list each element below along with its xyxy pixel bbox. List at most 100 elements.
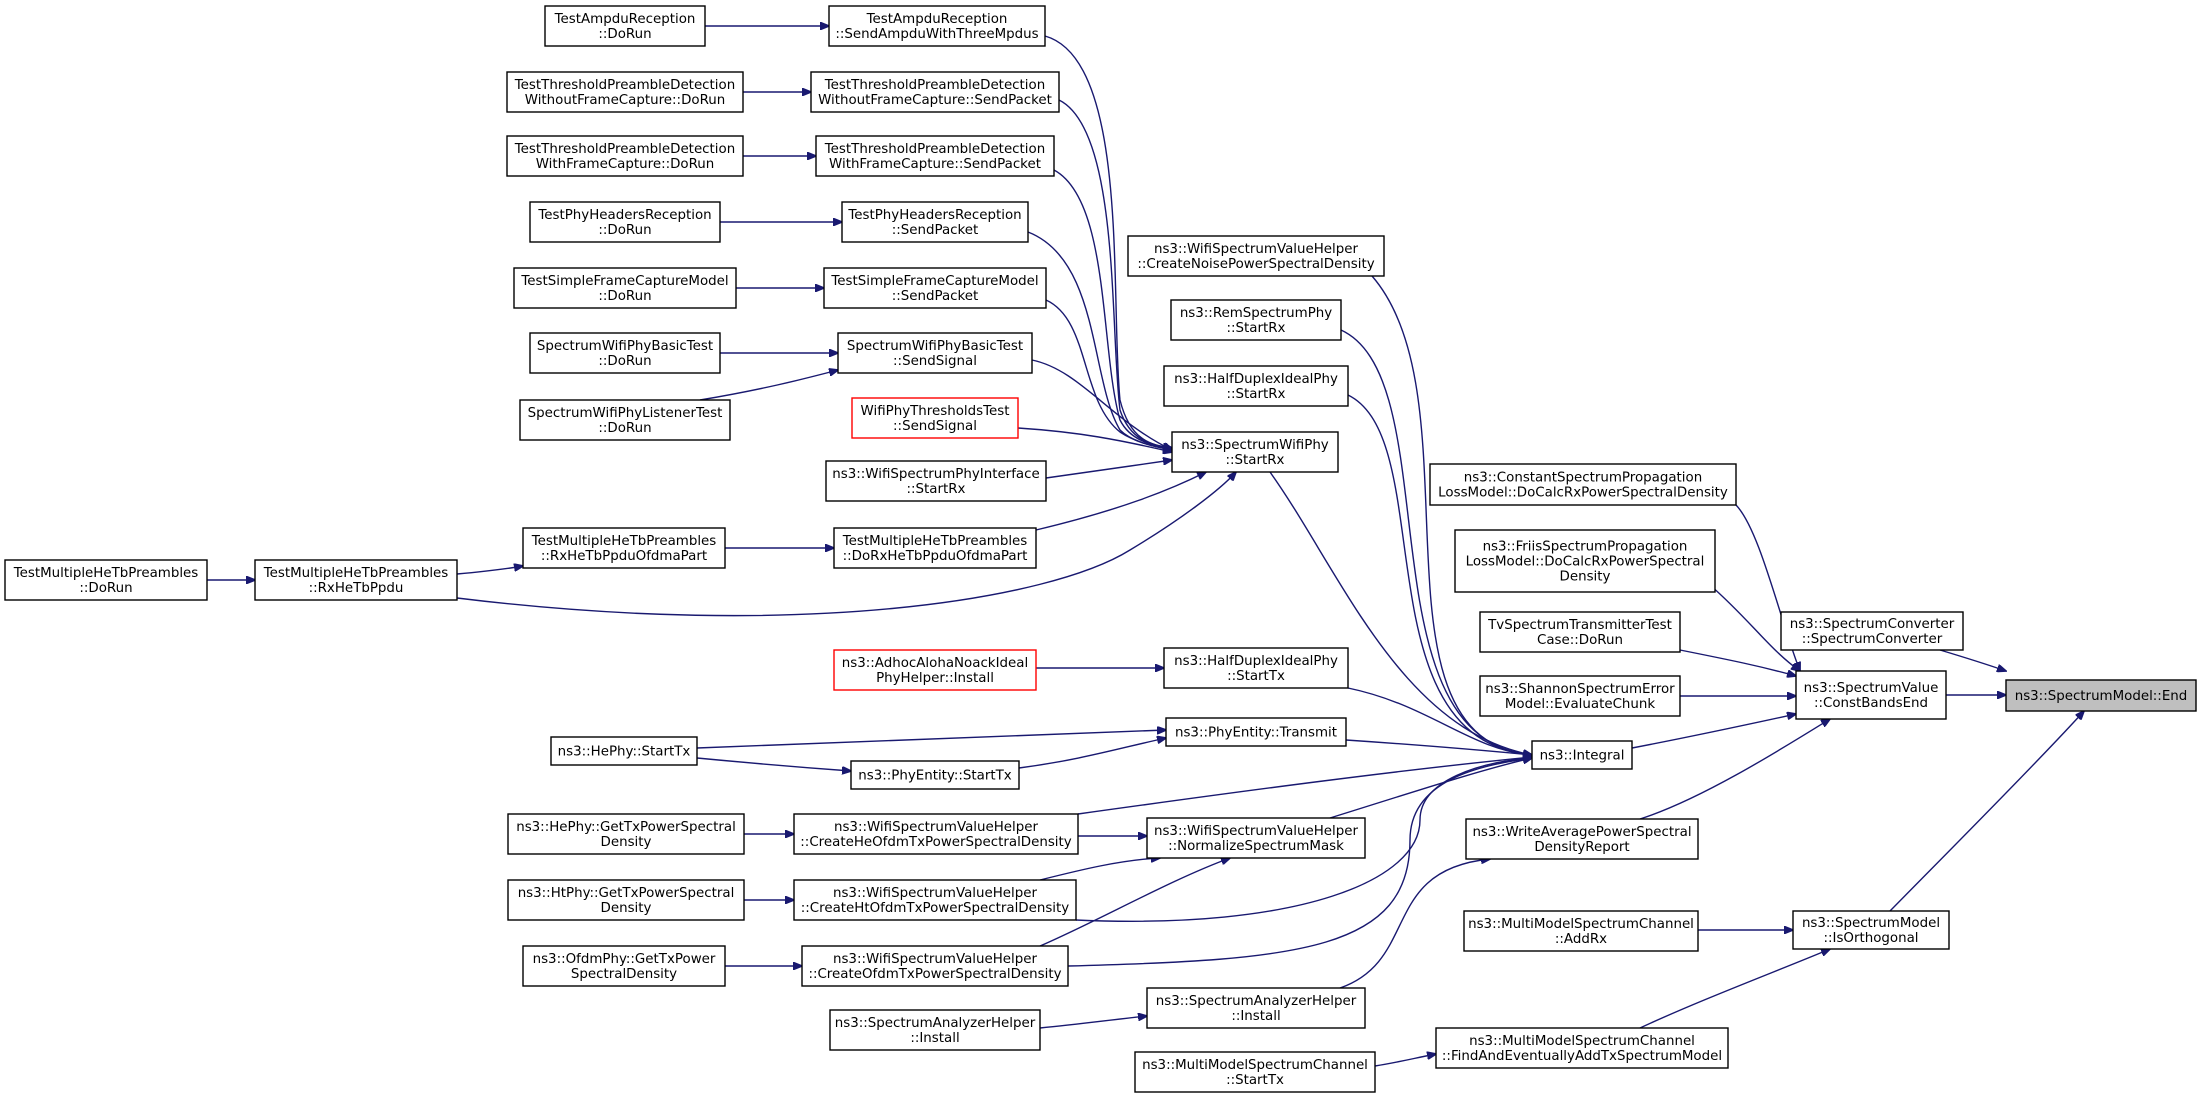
node-sahinst[interactable]: ns3::SpectrumAnalyzerHelper::Install — [1146, 987, 1366, 1029]
node-wspirx[interactable]: ns3::WifiSpectrumPhyInterface::StartRx — [825, 460, 1047, 502]
node-nsm[interactable]: ns3::WifiSpectrumValueHelper::NormalizeS… — [1146, 817, 1366, 859]
node-box[interactable] — [1479, 675, 1681, 717]
node-box[interactable] — [506, 71, 744, 113]
node-box[interactable] — [1127, 235, 1385, 277]
node-box[interactable] — [1146, 817, 1366, 859]
node-box[interactable] — [850, 760, 1020, 790]
node-chtofdm[interactable]: ns3::WifiSpectrumValueHelper::CreateHtOf… — [793, 879, 1077, 921]
node-box[interactable] — [1531, 740, 1633, 770]
node-box[interactable] — [522, 945, 726, 987]
node-cheofdm[interactable]: ns3::WifiSpectrumValueHelper::CreateHeOf… — [793, 813, 1079, 855]
node-root[interactable]: ns3::SpectrumModel::End — [2005, 679, 2197, 712]
node-box[interactable] — [507, 813, 745, 855]
node-box[interactable] — [801, 945, 1069, 987]
node-tmhrxtb[interactable]: TestMultipleHeTbPreambles::RxHeTbPpdu — [254, 559, 458, 601]
node-box[interactable] — [1454, 529, 1716, 593]
node-box[interactable] — [1465, 818, 1699, 860]
node-remrx[interactable]: ns3::RemSpectrumPhy::StartRx — [1170, 299, 1342, 341]
node-sser[interactable]: ns3::ShannonSpectrumErrorModel::Evaluate… — [1479, 675, 1681, 717]
node-box[interactable] — [529, 201, 721, 243]
node-box[interactable] — [1780, 611, 1964, 651]
node-box[interactable] — [544, 5, 706, 47]
node-wapsd[interactable]: ns3::WriteAveragePowerSpectralDensityRep… — [1465, 818, 1699, 860]
node-box[interactable] — [793, 879, 1077, 921]
node-box[interactable] — [1165, 717, 1347, 747]
node-box[interactable] — [841, 201, 1029, 243]
node-box[interactable] — [833, 527, 1037, 569]
node-box[interactable] — [825, 460, 1047, 502]
node-box[interactable] — [851, 397, 1019, 439]
node-box[interactable] — [522, 527, 726, 569]
node-mmstarttx[interactable]: ns3::MultiModelSpectrumChannel::StartTx — [1134, 1051, 1376, 1093]
node-tasend[interactable]: TestAmpduReception::SendAmpduWithThreeMp… — [828, 5, 1046, 47]
node-tadorun[interactable]: TestAmpduReception::DoRun — [544, 5, 706, 47]
node-box[interactable] — [2005, 679, 2197, 712]
node-cofdm[interactable]: ns3::WifiSpectrumValueHelper::CreateOfdm… — [801, 945, 1069, 987]
node-cspl[interactable]: ns3::ConstantSpectrumPropagationLossMode… — [1429, 463, 1737, 506]
node-tphsp[interactable]: TestPhyHeadersReception::SendPacket — [841, 201, 1029, 243]
node-box[interactable] — [810, 71, 1060, 113]
node-box[interactable] — [1435, 1027, 1729, 1069]
node-box[interactable] — [529, 332, 721, 374]
node-tsfcdr[interactable]: TestSimpleFrameCaptureModel::DoRun — [513, 267, 737, 309]
node-ttpwosp[interactable]: TestThresholdPreambleDetectionWithoutFra… — [810, 71, 1060, 113]
node-box[interactable] — [507, 879, 745, 921]
node-tmhdorx[interactable]: TestMultipleHeTbPreambles::DoRxHeTbPpduO… — [833, 527, 1037, 569]
node-swpldr[interactable]: SpectrumWifiPhyListenerTest::DoRun — [519, 399, 731, 441]
node-tsfcsp[interactable]: TestSimpleFrameCaptureModel::SendPacket — [823, 267, 1047, 309]
node-box[interactable] — [513, 267, 737, 309]
node-box[interactable] — [1134, 1051, 1376, 1093]
node-swpbdr[interactable]: SpectrumWifiPhyBasicTest::DoRun — [529, 332, 721, 374]
node-ttpwdr[interactable]: TestThresholdPreambleDetectionWithFrameC… — [506, 135, 744, 177]
node-box[interactable] — [4, 559, 208, 601]
node-cnpsd[interactable]: ns3::WifiSpectrumValueHelper::CreateNois… — [1127, 235, 1385, 277]
node-integ[interactable]: ns3::Integral — [1531, 740, 1633, 770]
node-aaninst[interactable]: ns3::AdhocAlohaNoackIdealPhyHelper::Inst… — [833, 649, 1037, 691]
node-cbe[interactable]: ns3::SpectrumValue::ConstBandsEnd — [1795, 670, 1947, 720]
node-box[interactable] — [815, 135, 1055, 177]
node-box[interactable] — [793, 813, 1079, 855]
node-box[interactable] — [1792, 910, 1950, 950]
node-ssc[interactable]: ns3::SpectrumConverter::SpectrumConverte… — [1780, 611, 1964, 651]
node-ttpwodr[interactable]: TestThresholdPreambleDetectionWithoutFra… — [506, 71, 744, 113]
node-fspl[interactable]: ns3::FriisSpectrumPropagationLossModel::… — [1454, 529, 1716, 593]
node-box[interactable] — [1795, 670, 1947, 720]
node-hephytx[interactable]: ns3::HePhy::StartTx — [550, 736, 698, 766]
node-pestarttx[interactable]: ns3::PhyEntity::StartTx — [850, 760, 1020, 790]
node-box[interactable] — [837, 332, 1033, 374]
node-box[interactable] — [1479, 611, 1681, 653]
node-box[interactable] — [254, 559, 458, 601]
node-mmfind[interactable]: ns3::MultiModelSpectrumChannel::FindAndE… — [1435, 1027, 1729, 1069]
node-swprx[interactable]: ns3::SpectrumWifiPhy::StartRx — [1171, 431, 1339, 473]
node-box[interactable] — [1163, 647, 1349, 689]
node-box[interactable] — [550, 736, 698, 766]
node-swpbss[interactable]: SpectrumWifiPhyBasicTest::SendSignal — [837, 332, 1033, 374]
node-box[interactable] — [519, 399, 731, 441]
node-box[interactable] — [1163, 365, 1349, 407]
node-box[interactable] — [1170, 299, 1342, 341]
node-box[interactable] — [506, 135, 744, 177]
node-box[interactable] — [1429, 463, 1737, 506]
node-mmaddrx[interactable]: ns3::MultiModelSpectrumChannel::AddRx — [1463, 910, 1699, 952]
node-hdrx[interactable]: ns3::HalfDuplexIdealPhy::StartRx — [1163, 365, 1349, 407]
node-tphdr[interactable]: TestPhyHeadersReception::DoRun — [529, 201, 721, 243]
node-box[interactable] — [823, 267, 1047, 309]
node-wptss[interactable]: WifiPhyThresholdsTest::SendSignal — [851, 397, 1019, 439]
node-ttpwsp[interactable]: TestThresholdPreambleDetectionWithFrameC… — [815, 135, 1055, 177]
node-petx[interactable]: ns3::PhyEntity::Transmit — [1165, 717, 1347, 747]
node-box[interactable] — [1146, 987, 1366, 1029]
node-hdtx[interactable]: ns3::HalfDuplexIdealPhy::StartTx — [1163, 647, 1349, 689]
node-tmhrxofdma[interactable]: TestMultipleHeTbPreambles::RxHeTbPpduOfd… — [522, 527, 726, 569]
node-box[interactable] — [1171, 431, 1339, 473]
node-box[interactable] — [1463, 910, 1699, 952]
node-box[interactable] — [833, 649, 1037, 691]
node-box[interactable] — [828, 5, 1046, 47]
node-box[interactable] — [829, 1009, 1041, 1051]
node-sah2[interactable]: ns3::SpectrumAnalyzerHelper::Install — [829, 1009, 1041, 1051]
node-tmhdorun[interactable]: TestMultipleHeTbPreambles::DoRun — [4, 559, 208, 601]
node-iso[interactable]: ns3::SpectrumModel::IsOrthogonal — [1792, 910, 1950, 950]
